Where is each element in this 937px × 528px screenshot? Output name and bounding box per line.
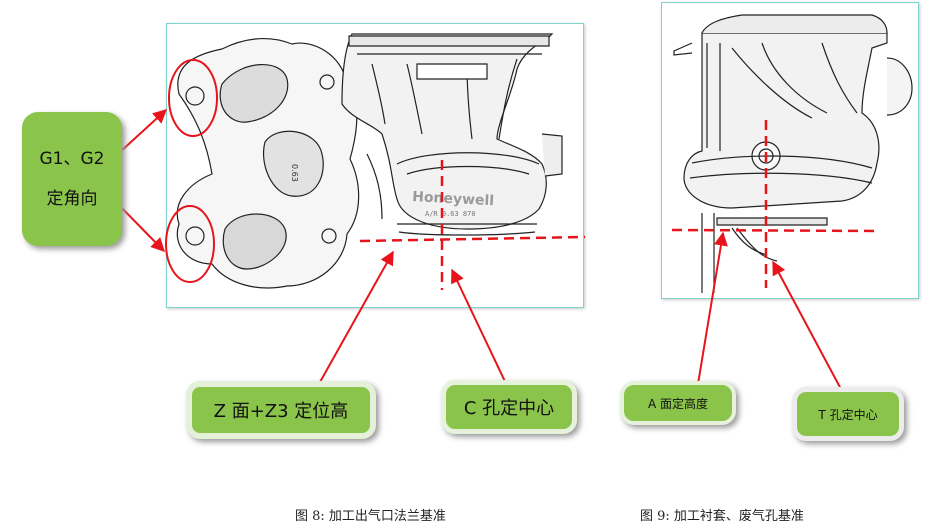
a-datum-line [671,228,881,233]
a-label-text: A 面定高度 [647,396,709,411]
g1-g2-label-badge: G1、G2 定角向 [22,112,122,246]
a-arrow [696,231,728,391]
c-label-text: C 孔定中心 [463,398,555,419]
figure-9-caption: 图 9: 加工衬套、废气孔基准 [640,509,804,524]
z-label-text: Z 面+Z3 定位高 [213,401,349,422]
right-cad-panel [661,2,919,299]
figure-8-caption: 图 8: 加工出气口法兰基准 [295,509,446,524]
t-label-badge: T 孔定中心 [792,387,904,441]
turbine-housing-side-drawing [673,14,913,293]
left-cad-panel: 0.63 Honeywell A/R 0.63 870 [166,23,584,308]
svg-text:0.63: 0.63 [290,164,299,182]
part-code-text: A/R 0.63 870 [425,210,476,218]
z-datum-line [359,235,586,243]
c-arrow [451,268,511,393]
t-arrow [772,260,843,392]
turbine-housing-flange-drawing: 0.63 Honeywell A/R 0.63 870 [176,33,563,289]
c-label-badge: C 孔定中心 [441,380,577,434]
part-brand-text: Honeywell [412,189,495,209]
t-label-text: T 孔定中心 [818,407,878,422]
z-label-badge: Z 面+Z3 定位高 [186,381,376,439]
g1-highlight-ellipse [168,59,218,137]
g-label-line1: G1、G2 [39,149,105,169]
a-label-badge: A 面定高度 [620,381,736,425]
g2-highlight-ellipse [165,205,215,283]
g-label-line2: 定角向 [46,189,98,209]
